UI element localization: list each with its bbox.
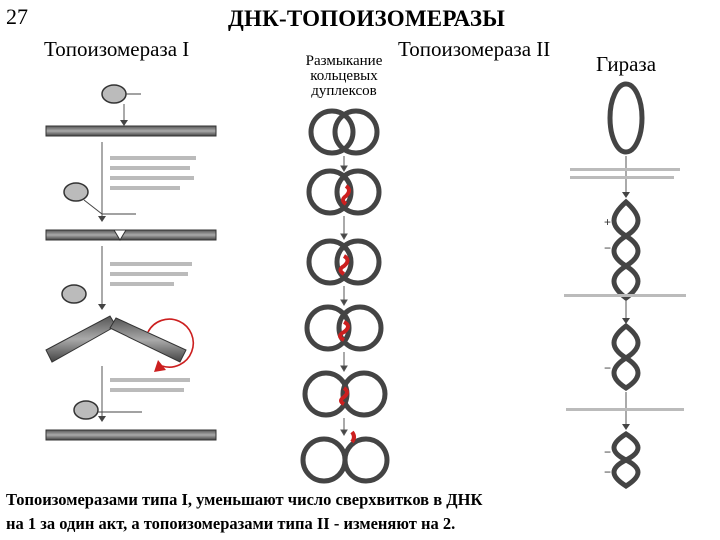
rotation-arrow-icon: [147, 318, 195, 368]
enzyme-blob-icon: [101, 84, 127, 104]
topoisomerase-2-diagram: [300, 108, 390, 484]
svg-text:−: −: [604, 465, 611, 479]
bottom-caption: Топоизомеразами типа I, уменьшают число …: [6, 488, 489, 536]
gyrase-header: Гираза: [596, 52, 657, 76]
topoisomerase-1-diagram: [45, 84, 217, 441]
svg-text:−: −: [604, 445, 611, 459]
topo2-stage-1: [308, 108, 380, 156]
enzyme-blob-icon: [73, 400, 99, 420]
topo2-stage-6: [300, 436, 390, 484]
caption-line-2: на 1 за один акт, а топоизомеразами типа…: [6, 514, 456, 533]
caption-line-1: Топоизомеразами типа I, уменьшают число …: [6, 490, 483, 509]
dna-duplex-icon: [45, 429, 217, 441]
dna-duplex-icon: [109, 317, 187, 363]
topo1-stage-4: [45, 366, 217, 441]
strand-break-icon: [338, 254, 350, 276]
gyrase-diagram: + − − − −: [564, 81, 686, 489]
topo2-arrows: [340, 156, 348, 436]
svg-text:+: +: [604, 215, 611, 229]
enzyme-blob-icon: [63, 182, 89, 202]
unlinking-circles-label: Размыкание кольцевых дуплексов: [290, 54, 398, 99]
unlinking-label-line-1: Размыкание: [305, 53, 383, 69]
strand-break-icon: [341, 184, 351, 206]
topo1-stage-3: [45, 246, 195, 372]
svg-text:−: −: [604, 361, 611, 375]
topo2-stage-4: [304, 304, 384, 352]
enzyme-blob-icon: [61, 284, 87, 304]
strand-break-icon: [338, 320, 350, 342]
unlinking-label-line-3: дуплексов: [311, 83, 377, 99]
gyrase-supercoil-3: [611, 431, 641, 489]
gyrase-supercoil-2: [611, 322, 641, 391]
gyrase-relaxed-ring: [607, 81, 645, 155]
dna-duplex-icon: [45, 229, 217, 241]
strand-break-icon: [350, 430, 356, 444]
strand-break-icon: [339, 386, 349, 406]
unlinking-label-line-2: кольцевых: [310, 68, 378, 84]
slide-title: ДНК-ТОПОИЗОМЕРАЗЫ: [228, 6, 505, 31]
dna-duplex-icon: [45, 125, 217, 137]
topoisomerase-2-header: Топоизомераза II: [398, 37, 551, 61]
slide-number: 27: [6, 4, 28, 29]
gyrase-supercoil-1: [611, 198, 641, 302]
topo1-stage-2: [45, 142, 217, 241]
topoisomerase-1-header: Топоизомераза I: [44, 37, 190, 61]
svg-text:−: −: [604, 241, 611, 255]
topo2-stage-2: [306, 168, 382, 216]
topo2-stage-3: [306, 238, 382, 286]
dna-duplex-icon: [45, 315, 117, 363]
topo1-stage-1: [45, 84, 217, 137]
